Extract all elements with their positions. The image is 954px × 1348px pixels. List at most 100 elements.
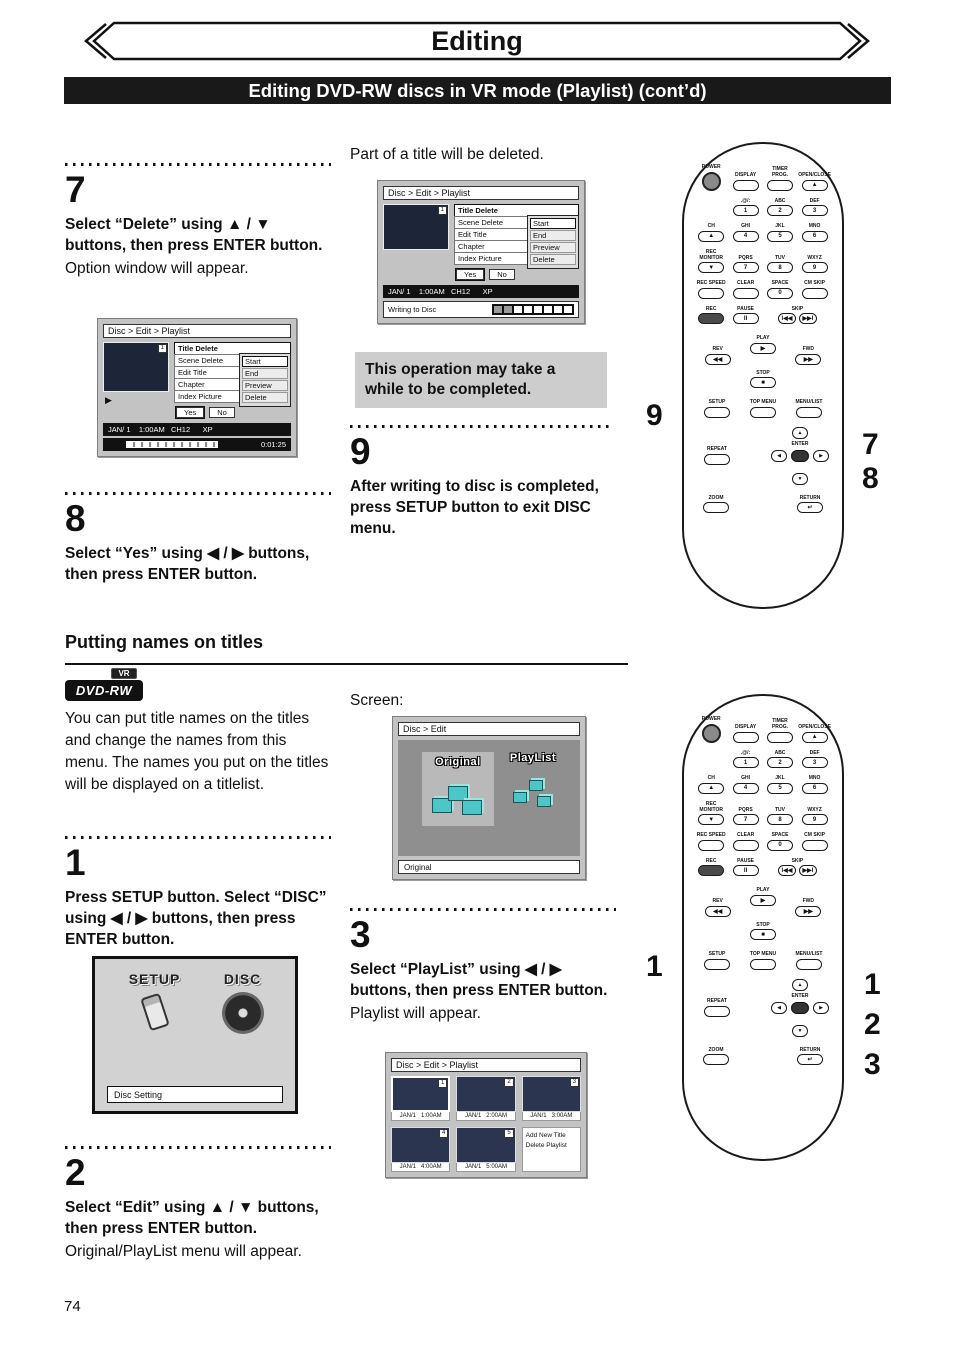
step-7: 7 Select “Delete” using ▲ / ▼ buttons, t… [65,163,331,279]
right-arrow-button: ▶ [813,449,829,462]
screen-label: Screen: [350,692,404,709]
key-letters-label: ABC [774,197,786,204]
yes-no-row: Yes No [174,407,291,418]
up-arrow-button: ▲ [792,978,808,991]
fast-forward-label: FWD [802,346,815,352]
step-divider [65,836,331,839]
cm-skip-label: CM SKIP [804,280,826,286]
writing-progress-row: Writing to Disc [383,301,579,318]
callout-step-1-left: 1 [646,950,663,983]
stop-button: ■ [750,377,776,388]
playlist-options: Add New Title Delete Playlist [521,1127,581,1172]
page-title-banner: Editing [78,20,876,62]
osd-setup-screen: SETUP DISC Disc Setting [92,956,298,1114]
right-arrow-button: ▶ [813,1001,829,1014]
setup-button [704,406,730,418]
step-divider [65,492,331,495]
enter-button [791,1001,809,1014]
caption-part-deleted: Part of a title will be deleted. [350,146,544,163]
key-letters-label: MNO [808,775,821,781]
callout-step-3: 3 [864,1048,881,1081]
skip-label: SKIP [791,305,804,312]
osd-breadcrumb: Disc > Edit [398,722,580,736]
rewind-label: REV [712,346,723,352]
writing-progress-bar [492,304,574,315]
key-letters-label: WXYZ [807,254,822,261]
pause-label: PAUSE [737,305,755,312]
power-label: POWER [701,164,721,170]
key-letters-label: JKL [775,775,785,781]
vr-mode-label: VR [111,668,137,679]
osd-menu: Title Delete Scene Delete Edit Title Cha… [454,204,579,280]
step-number: 1 [65,842,86,883]
digit-8-button: 8 [767,262,793,273]
title-number-badge: 3 [569,1078,579,1088]
cm-skip-button [801,839,828,851]
dvd-rw-vr-badge: VR DVD-RW [65,668,143,701]
display-label: DISPLAY [734,724,757,730]
option-popup: Start End Preview Delete [239,353,291,407]
original-cubes-icon [430,776,486,820]
enter-button [791,449,809,462]
disc-menu-item: DISC [224,971,261,1086]
left-arrow-button: ◀ [771,1001,787,1014]
zoom-button [703,502,729,513]
popup-item: Start [242,356,288,367]
remote-control: POWER DISPLAY TIMER PROG. OPEN/CLOSE▲ .@… [682,142,844,609]
digit-1-button: 1 [732,205,759,216]
step-number: 3 [350,914,371,955]
top-menu-button [750,406,776,418]
popup-item: End [530,230,576,241]
left-arrow-button: ◀ [771,449,787,462]
top-menu-label: TOP MENU [749,951,777,957]
play-label: PLAY [756,335,770,341]
page-title: Editing [431,25,523,56]
title-timestamp: JAN/1 2:00AM [456,1112,516,1121]
setup-caption: Disc Setting [107,1086,283,1103]
digit-6-button: 6 [801,230,828,242]
pause-button: II [732,313,759,324]
callout-step-8: 8 [862,462,879,495]
skip-forward-button: ▶▶I [798,865,817,876]
title-number-badge: 2 [504,1078,514,1088]
return-button: ↵ [797,1054,823,1065]
playlist-grid: 1 JAN/1 1:00AM 2 JAN/1 2:00AM 3 JAN/1 3:… [391,1076,581,1172]
popup-item: End [242,368,288,379]
setup-label: SETUP [708,951,726,957]
stop-button: ■ [750,929,776,940]
digit-4-button: 4 [732,230,759,242]
clear-label: CLEAR [736,280,755,286]
setup-label: SETUP [708,399,726,405]
transport-controls: REV◀◀ PLAY▶ FWD▶▶ [695,335,831,365]
playlist-cubes-icon [511,772,555,812]
step-instruction: Select “Edit” using ▲ / ▼ buttons, then … [65,1199,319,1237]
timer-prog-button [767,731,793,743]
key-letters-label: JKL [775,223,785,229]
rec-speed-label: REC SPEED [696,280,726,286]
digit-1-button: 1 [732,757,759,768]
disc-label: DISC [223,971,262,987]
digit-9-button: 9 [801,262,828,273]
down-arrow-button: ▼ [792,472,808,485]
step-divider [65,1146,331,1149]
open-close-button: ▲ [801,731,828,743]
menu-controls: SETUP TOP MENU MENU/LIST [695,399,831,418]
skip-back-button: I◀◀ [777,313,796,324]
remote-control-figure-top: POWER DISPLAY TIMER PROG. OPEN/CLOSE▲ .@… [682,142,848,612]
playlist-item: 4 JAN/1 4:00AM [391,1127,451,1172]
open-close-label: OPEN/CLOSE [798,724,831,730]
navigation-pad: ▲ ENTER ◀ ▶ ▼ [771,426,829,485]
rec-speed-button [698,287,725,299]
step-2: 2 Select “Edit” using ▲ / ▼ buttons, the… [65,1146,331,1262]
play-button: ▶ [749,894,776,906]
title-thumbnail: 1 [383,204,449,250]
step-number: 9 [350,431,371,472]
pause-label: PAUSE [737,857,755,864]
step-3: 3 Select “PlayList” using ◀ / ▶ buttons,… [350,908,616,1024]
stop-label: STOP [756,921,770,928]
menu-list-button [796,406,822,418]
key-letters-label: TUV [775,254,785,261]
playlist-item: 2 JAN/1 2:00AM [456,1076,516,1121]
digit-9-button: 9 [801,814,828,825]
setup-button [704,958,730,970]
